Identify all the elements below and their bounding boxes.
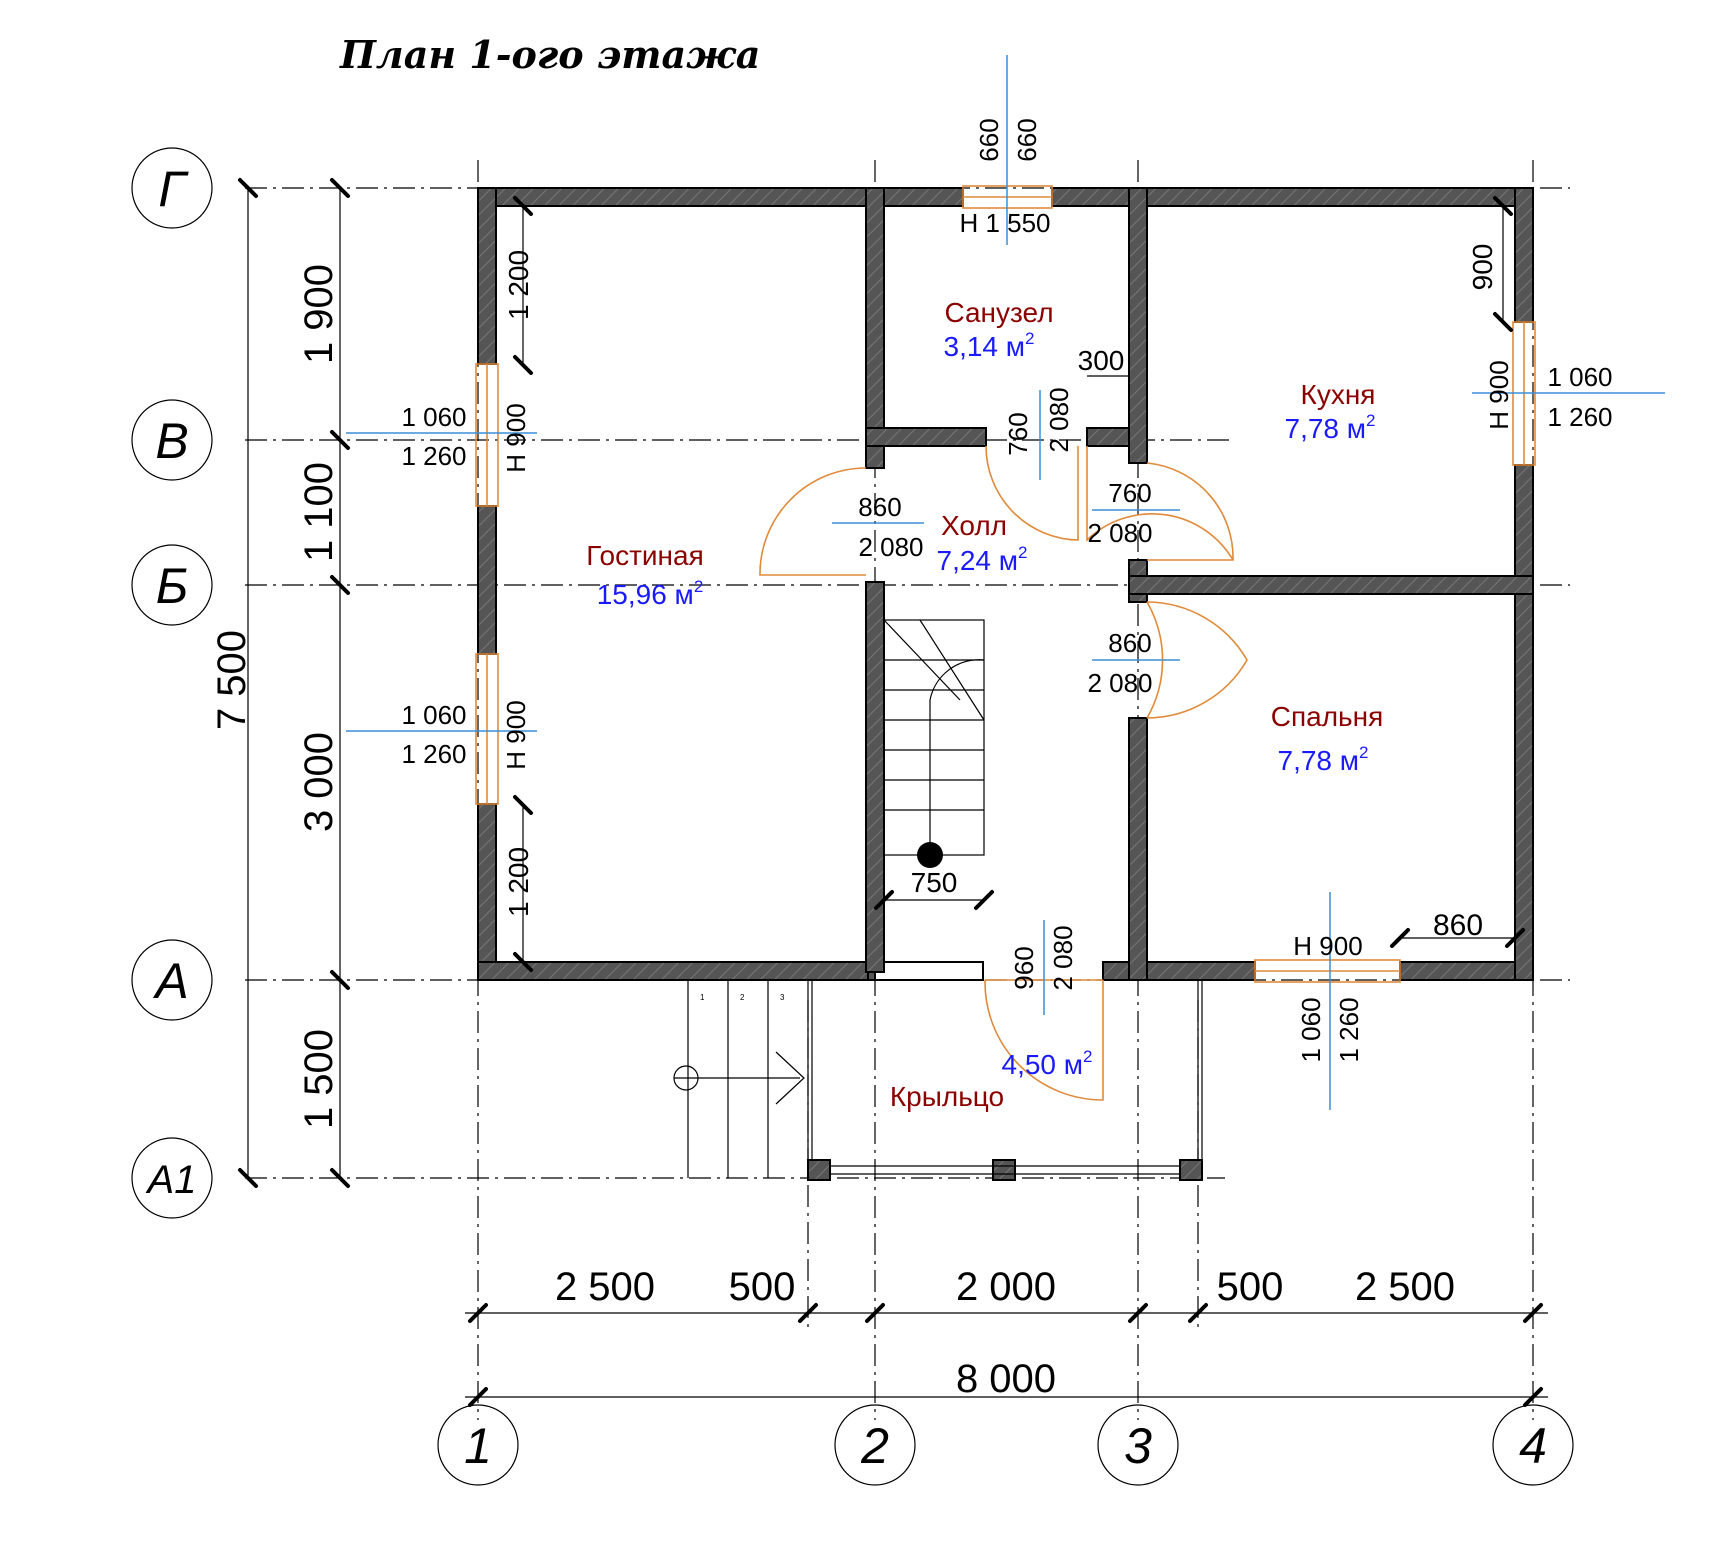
- right-window-sill: Н 900: [1484, 360, 1514, 429]
- bottom-window-h: 1 260: [1334, 997, 1364, 1062]
- room-area-hall: 7,24 м2: [937, 543, 1028, 576]
- entry-door-h: 2 080: [1048, 925, 1078, 990]
- left-pier-lower: 1 200: [503, 847, 534, 917]
- kitchen-door-h: 2 080: [1087, 518, 1152, 548]
- bottom-window-sill: Н 900: [1293, 931, 1362, 961]
- room-name-living: Гостиная: [586, 540, 704, 571]
- room-name-bathroom: Санузел: [944, 297, 1053, 328]
- axis-label-g: Г: [158, 161, 189, 217]
- opening-labels: 660 660 Н 1 550 1 060 1 260 Н 900 1 060 …: [401, 118, 1612, 1062]
- windows: [475, 185, 1536, 983]
- room-name-hall: Холл: [941, 510, 1007, 541]
- room-name-kitchen: Кухня: [1301, 379, 1376, 410]
- dim-b-a: 3 000: [297, 732, 341, 832]
- left-window-lower-w: 1 060: [401, 700, 466, 730]
- plan-title: План 1-ого этажа: [339, 32, 760, 77]
- walls: [477, 187, 1534, 981]
- room-name-porch: Крыльцо: [890, 1081, 1004, 1112]
- dim-v-b: 1 100: [297, 462, 341, 562]
- room-area-porch: 4,50 м2: [1002, 1047, 1093, 1080]
- top-window-sill: Н 1 550: [959, 208, 1050, 238]
- stair-start-marker: [917, 842, 943, 868]
- dim-bottom-3: 2 000: [956, 1265, 1056, 1309]
- dim-bottom-4: 500: [1217, 1265, 1284, 1309]
- kitchen-door-w: 760: [1108, 478, 1151, 508]
- dim-total-width: 8 000: [956, 1357, 1056, 1401]
- axis-label-v: В: [155, 413, 188, 469]
- bedroom-door-h: 2 080: [1087, 668, 1152, 698]
- living-door-h: 2 080: [858, 532, 923, 562]
- axis-label-b: Б: [156, 558, 189, 614]
- top-window-w2: 660: [1012, 118, 1042, 161]
- living-door-w: 860: [858, 492, 901, 522]
- room-name-bedroom: Спальня: [1271, 701, 1384, 732]
- top-window-w1: 660: [974, 118, 1004, 161]
- axis-label-1: 1: [464, 1418, 492, 1474]
- bath-offset: 300: [1078, 345, 1125, 376]
- left-window-lower-sill: Н 900: [501, 700, 531, 769]
- left-dimensions: 7 500 1 900 1 100 3 000 1 500: [210, 178, 350, 1188]
- room-area-bedroom: 7,78 м2: [1278, 743, 1369, 776]
- left-window-upper-sill: Н 900: [501, 403, 531, 472]
- right-window-w: 1 060: [1547, 362, 1612, 392]
- step-1: 1: [700, 993, 705, 1002]
- bottom-dimensions: 2 500 500 2 000 500 2 500 8 000: [465, 1265, 1548, 1407]
- axis-label-2: 2: [860, 1418, 889, 1474]
- dim-bottom-2: 500: [729, 1265, 796, 1309]
- porch: 1 2 3: [673, 979, 1203, 1181]
- axis-label-4: 4: [1519, 1418, 1547, 1474]
- dim-bottom-1: 2 500: [555, 1265, 655, 1309]
- dim-bottom-5: 2 500: [1355, 1265, 1455, 1309]
- opening-marks: [346, 55, 1665, 1110]
- room-area-living: 15,96 м2: [597, 577, 704, 610]
- bedroom-door-w: 860: [1108, 628, 1151, 658]
- entry-door-w: 960: [1009, 946, 1039, 989]
- bottom-right-pier: 860: [1433, 909, 1483, 942]
- step-3: 3: [780, 993, 785, 1002]
- dim-a-a1: 1 500: [297, 1029, 341, 1129]
- axis-bubbles: Г В Б А А1 1 2 3 4: [131, 147, 1574, 1486]
- left-window-lower-h: 1 260: [401, 739, 466, 769]
- left-window-upper-w: 1 060: [401, 402, 466, 432]
- dim-stair-width: 750: [911, 867, 958, 898]
- right-window-h: 1 260: [1547, 402, 1612, 432]
- left-pier-upper: 1 200: [503, 250, 534, 320]
- right-pier: 900: [1467, 244, 1498, 291]
- bath-door-h: 2 080: [1044, 387, 1074, 452]
- room-area-bathroom: 3,14 м2: [944, 329, 1035, 362]
- step-2: 2: [740, 993, 745, 1002]
- room-area-kitchen: 7,78 м2: [1285, 411, 1376, 444]
- doors: [759, 445, 1248, 1101]
- bottom-window-w: 1 060: [1296, 997, 1326, 1062]
- axis-label-a1: А1: [146, 1158, 197, 1202]
- bath-door-w: 760: [1003, 412, 1033, 455]
- axis-label-3: 3: [1124, 1418, 1152, 1474]
- dim-total-height: 7 500: [210, 630, 254, 730]
- staircase: 750: [874, 619, 994, 910]
- dim-g-v: 1 900: [297, 264, 341, 364]
- left-window-upper-h: 1 260: [401, 441, 466, 471]
- room-labels: Гостиная 15,96 м2 Санузел 3,14 м2 Кухня …: [586, 297, 1383, 1112]
- grid-lines: [245, 160, 1570, 1420]
- axis-label-a: А: [152, 953, 188, 1009]
